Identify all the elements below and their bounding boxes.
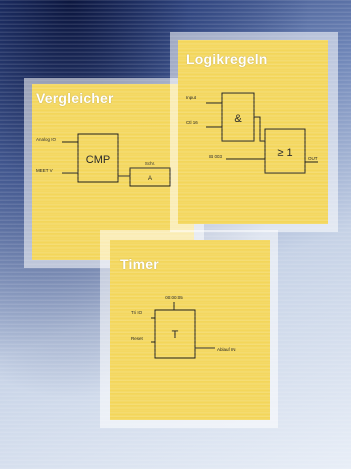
- cmp-output-label: Schr.: [145, 161, 155, 166]
- cmp-input-1-label: Analog IO: [36, 137, 57, 142]
- timer-panel: [110, 240, 270, 420]
- and-block-label: &: [234, 113, 242, 125]
- logikregeln-panel: [178, 40, 328, 224]
- cmp-output-box: [129, 167, 171, 187]
- and-output-wire: [254, 116, 265, 142]
- timer-block-label: T: [172, 329, 179, 341]
- timer-input-1-label: Tri IO: [131, 310, 143, 315]
- logikregeln-diagram: [206, 92, 318, 174]
- cmp-output-box-label: A: [148, 176, 152, 182]
- cmp-input-2-label: MEET V: [36, 168, 53, 173]
- timer-time-label: 00:00:05: [165, 295, 183, 300]
- and-input-2-label: Ctl 16: [186, 120, 198, 125]
- cmp-block: [77, 133, 119, 183]
- or-block: [264, 128, 306, 174]
- logikregeln-title: Logikregeln: [186, 51, 268, 67]
- vergleicher-title: Vergleicher: [36, 90, 114, 106]
- timer-title: Timer: [120, 256, 159, 272]
- timer-output-label: Ablauf IN: [217, 347, 236, 352]
- or-block-label: ≥ 1: [277, 147, 292, 159]
- cmp-block-label: CMP: [86, 154, 110, 166]
- or-output-label: OUT: [308, 156, 318, 161]
- timer-block: [154, 309, 196, 359]
- timer-input-2-label: Reset: [131, 336, 144, 341]
- vergleicher-diagram: [62, 133, 171, 187]
- and-input-1-label: Input: [186, 95, 197, 100]
- timer-diagram: [151, 302, 215, 359]
- or-input-2-label: IB 003: [209, 154, 223, 159]
